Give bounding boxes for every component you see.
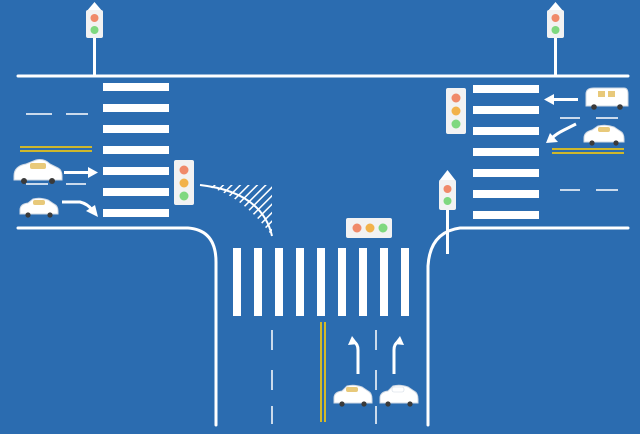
right-center-line	[552, 148, 624, 154]
lane-arrow-right-turn-northbound	[392, 336, 404, 374]
crosswalk-right	[473, 85, 539, 219]
left-lane-markings	[26, 113, 88, 185]
lane-arrow-right-turn	[62, 200, 98, 217]
traffic-light-icon	[547, 2, 564, 76]
right-turn-guide-line	[199, 184, 273, 237]
bottom-lane-markings	[271, 330, 377, 424]
bottom-left-road-edge	[16, 226, 218, 427]
crosswalk-bottom	[233, 248, 409, 316]
car-icon	[13, 159, 63, 184]
crosswalk-left	[103, 83, 169, 217]
lane-arrow-left-turn-westbound	[546, 122, 577, 143]
hatched-area	[200, 185, 272, 236]
bottom-right-road-edge	[426, 226, 630, 427]
right-lane-markings	[560, 117, 618, 191]
car-icon	[379, 384, 419, 407]
lane-arrow-left-turn-northbound	[348, 336, 360, 374]
car-icon	[333, 384, 373, 407]
left-center-line	[20, 146, 92, 152]
car-icon	[583, 124, 625, 146]
traffic-light-icon	[346, 218, 392, 238]
lane-arrow-straight	[64, 167, 98, 178]
road-edges	[16, 74, 630, 427]
car-icon	[19, 197, 59, 218]
traffic-light-icon	[446, 88, 466, 134]
lane-arrow-straight-westbound	[544, 94, 578, 105]
traffic-light-icon	[439, 170, 456, 254]
traffic-light-icon	[86, 2, 103, 76]
traffic-light-icon	[174, 160, 194, 205]
van-icon	[585, 87, 629, 110]
bottom-center-line	[320, 322, 326, 422]
